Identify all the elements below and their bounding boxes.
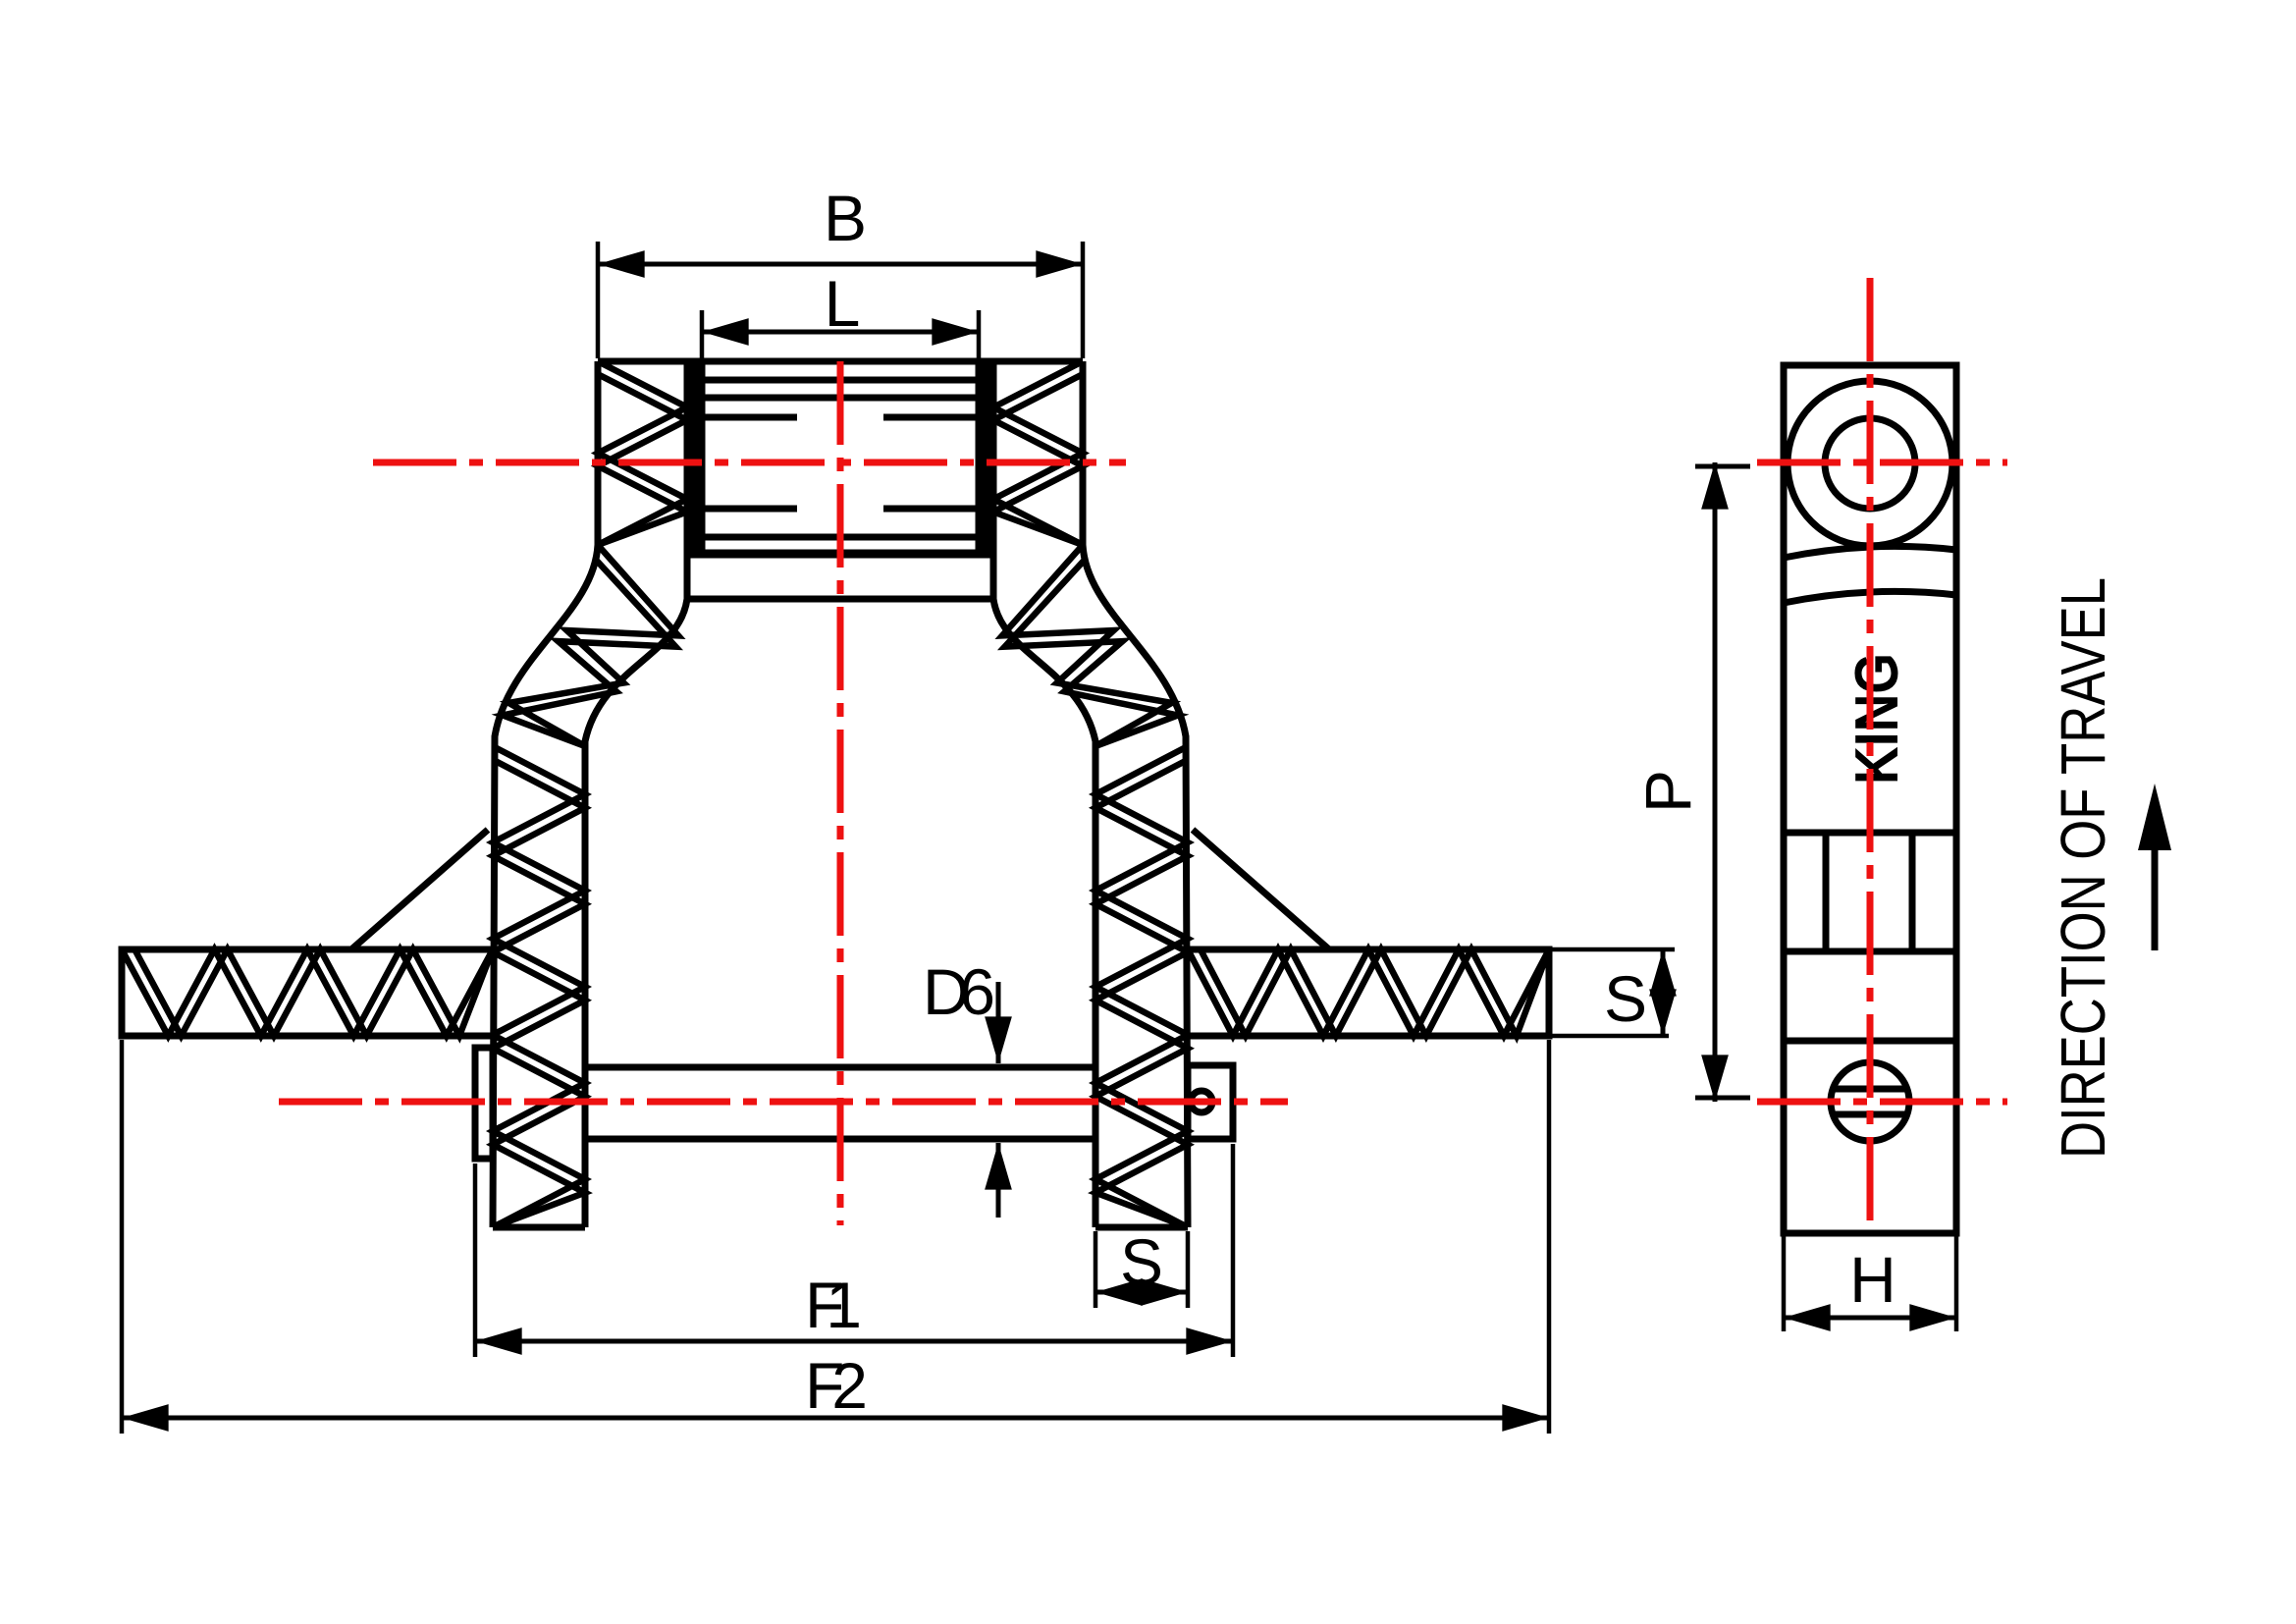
right-gusset-line bbox=[1190, 827, 1332, 952]
side-plate bbox=[1780, 361, 1960, 1237]
right-bushing-band bbox=[979, 361, 993, 553]
dim-S-leg-label: S bbox=[1120, 1225, 1163, 1298]
front-view-dimensions: B L D6 S S F1 F2 bbox=[119, 182, 1677, 1434]
dim-F1-label: F1 bbox=[805, 1269, 862, 1341]
direction-of-travel-label: DIRECTION OF TRAVEL bbox=[2048, 577, 2118, 1159]
dim-F2-label: F2 bbox=[805, 1349, 868, 1422]
left-gusset-line bbox=[348, 827, 491, 952]
hatch-line bbox=[590, 371, 696, 549]
hatch-line bbox=[986, 358, 1091, 548]
side-view-centerlines bbox=[1757, 278, 2007, 1228]
hatch-line bbox=[485, 756, 593, 1231]
hatch-line bbox=[1198, 942, 1553, 1044]
dim-P-label: P bbox=[1631, 770, 1704, 813]
dim-F1-extensions bbox=[472, 1144, 1236, 1357]
left-inner-wall bbox=[581, 361, 691, 1227]
hatch-line bbox=[985, 371, 1091, 549]
dim-D6-label: D6 bbox=[923, 955, 995, 1028]
dim-P-ticks bbox=[1695, 463, 1750, 1101]
hatch-line bbox=[485, 743, 593, 1230]
hatch-line bbox=[1185, 942, 1552, 1044]
travel-annotation: DIRECTION OF TRAVEL bbox=[2048, 577, 2171, 1159]
dim-L-label: L bbox=[825, 267, 861, 340]
hatch-line bbox=[996, 556, 1190, 750]
collar-chamfers bbox=[685, 538, 995, 559]
direction-arrow-icon bbox=[2138, 784, 2171, 950]
dim-H-label: H bbox=[1849, 1243, 1896, 1316]
bore-shoulder-lines bbox=[702, 413, 979, 513]
side-view: KING P H bbox=[1631, 278, 2007, 1331]
front-view-centerlines bbox=[279, 361, 1288, 1225]
side-view-dimensions: P H bbox=[1631, 462, 1959, 1331]
front-view: B L D6 S S F1 F2 bbox=[118, 182, 1677, 1434]
front-view-outline bbox=[118, 357, 1553, 1231]
right-inner-wall bbox=[989, 361, 1099, 1227]
hatch-line bbox=[119, 943, 496, 1043]
king-brand-text: KING bbox=[1843, 653, 1911, 785]
hatch-line bbox=[1088, 743, 1196, 1230]
hatch-line bbox=[491, 556, 684, 750]
dim-B-label: B bbox=[824, 182, 867, 254]
dim-S-wing-label: S bbox=[1604, 962, 1647, 1035]
dim-F2-extensions bbox=[119, 1040, 1552, 1434]
cast-iron-hatching bbox=[119, 358, 1553, 1231]
hatch-line bbox=[132, 943, 497, 1044]
hatch-line bbox=[590, 358, 695, 548]
left-bushing-band bbox=[687, 361, 702, 553]
hatch-line bbox=[1088, 756, 1196, 1231]
